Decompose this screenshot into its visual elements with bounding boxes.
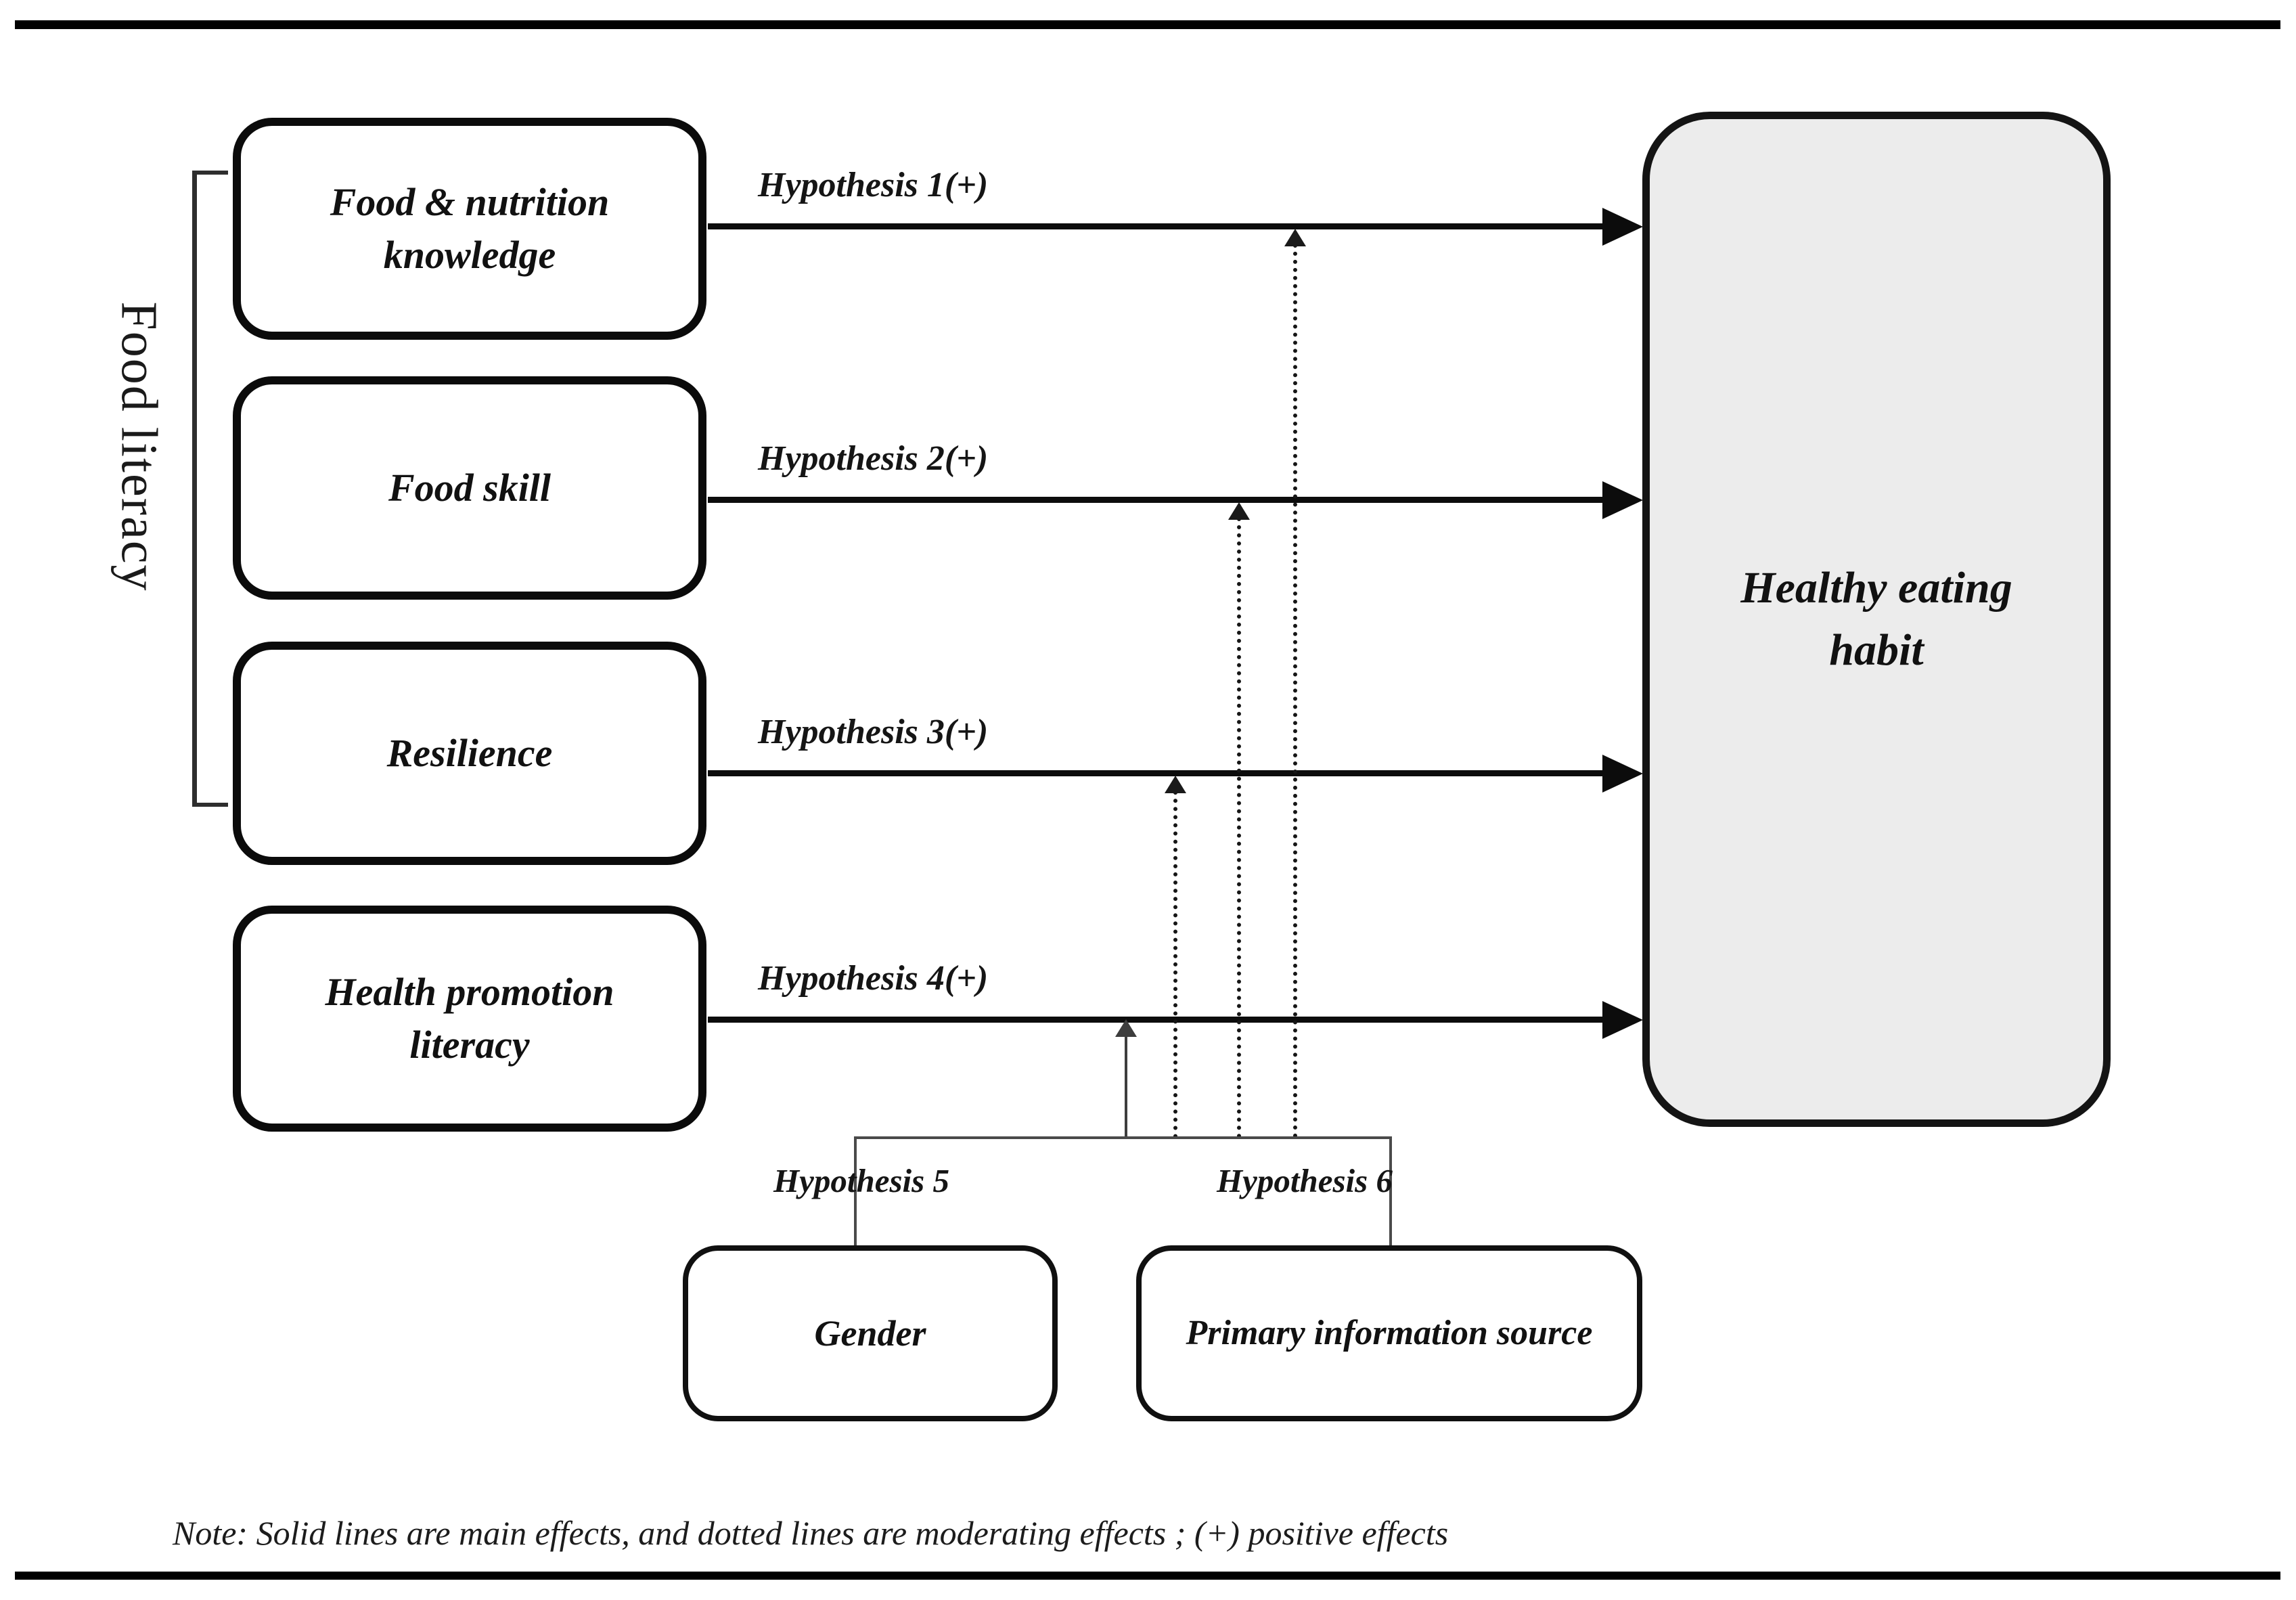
box-gender: Gender	[683, 1245, 1058, 1421]
label-hypothesis-3: Hypothesis 3(+)	[758, 713, 989, 751]
arrowhead-up-icon	[1284, 229, 1306, 246]
arrow-hypothesis-2	[708, 481, 1643, 519]
moderator-arrow-solid	[1125, 1026, 1127, 1138]
food-literacy-bracket	[192, 171, 228, 807]
box-resilience: Resilience	[233, 642, 706, 865]
box-food-nutrition-knowledge: Food & nutrition knowledge	[233, 118, 706, 340]
arrowhead-up-icon	[1115, 1019, 1137, 1037]
box-label: Resilience	[386, 730, 553, 775]
arrowhead-right-icon	[1602, 207, 1643, 246]
box-label: Gender	[814, 1312, 926, 1354]
box-label: Food skill	[388, 465, 552, 510]
label-hypothesis-6: Hypothesis 6	[1217, 1162, 1393, 1199]
arrow-hypothesis-1	[708, 207, 1643, 246]
figure-note: Note: Solid lines are main effects, and …	[173, 1514, 1449, 1552]
label-hypothesis-4: Hypothesis 4(+)	[758, 959, 989, 998]
arrowhead-up-icon	[1228, 502, 1250, 520]
arrow-hypothesis-3	[708, 754, 1643, 793]
arrowhead-right-icon	[1602, 1000, 1643, 1039]
box-health-promotion-literacy: Health promotion literacy	[233, 906, 706, 1132]
moderator-connector-right	[1389, 1136, 1392, 1247]
moderator-arrow-dotted-2	[1237, 509, 1241, 1138]
moderator-arrow-dotted-1	[1173, 782, 1177, 1138]
box-label: Primary information source	[1186, 1314, 1593, 1353]
box-label: Food & nutrition knowledge	[330, 179, 610, 277]
arrowhead-right-icon	[1602, 754, 1643, 793]
arrowhead-right-icon	[1602, 481, 1643, 519]
box-label: Health promotion literacy	[325, 969, 614, 1067]
box-primary-information-source: Primary information source	[1136, 1245, 1642, 1421]
box-food-skill: Food skill	[233, 376, 706, 600]
box-label: Healthy eating habit	[1740, 562, 2012, 675]
group-label-food-literacy: Food literacy	[110, 301, 168, 592]
top-rule	[15, 20, 2280, 29]
moderator-connector-left	[854, 1136, 857, 1247]
label-hypothesis-2: Hypothesis 2(+)	[758, 439, 989, 478]
arrow-hypothesis-4	[708, 1000, 1643, 1039]
label-hypothesis-5: Hypothesis 5	[773, 1162, 949, 1199]
bottom-rule	[15, 1572, 2280, 1580]
moderator-arrow-dotted-3	[1293, 236, 1297, 1138]
label-hypothesis-1: Hypothesis 1(+)	[758, 166, 989, 204]
box-healthy-eating-habit: Healthy eating habit	[1642, 112, 2111, 1127]
moderator-connector-horizontal	[854, 1136, 1392, 1139]
arrowhead-up-icon	[1165, 776, 1186, 793]
